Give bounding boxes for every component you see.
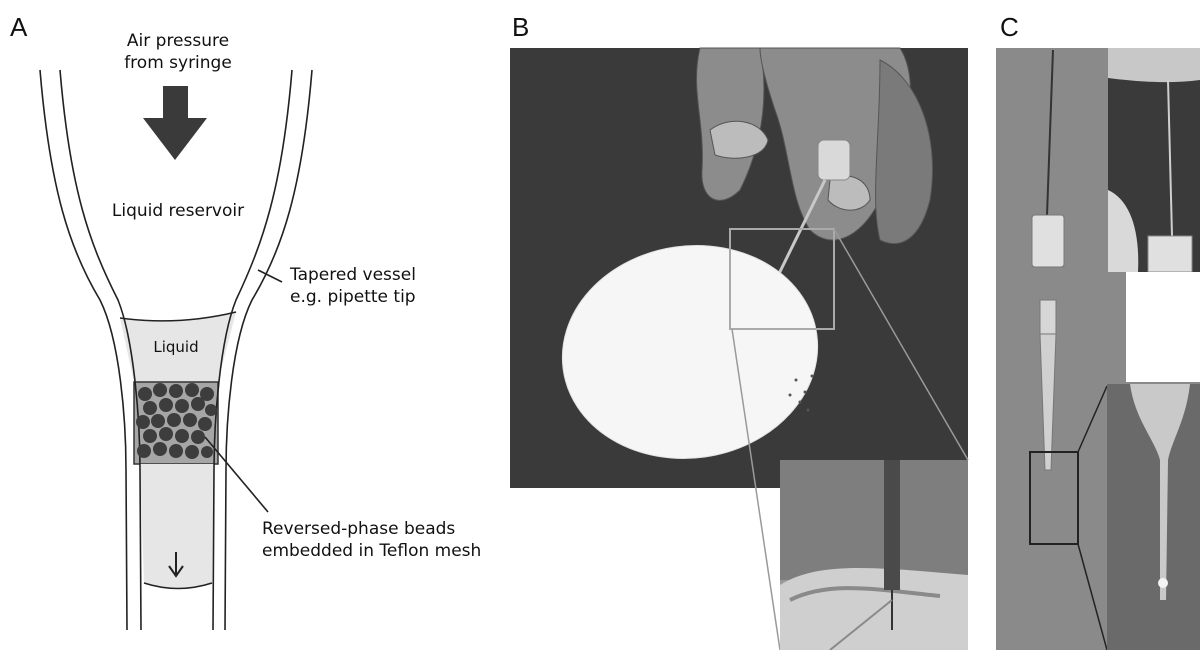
inset-c-bottom [1107,384,1200,650]
c-hub [1032,215,1064,267]
inset-c-top [1108,48,1200,272]
